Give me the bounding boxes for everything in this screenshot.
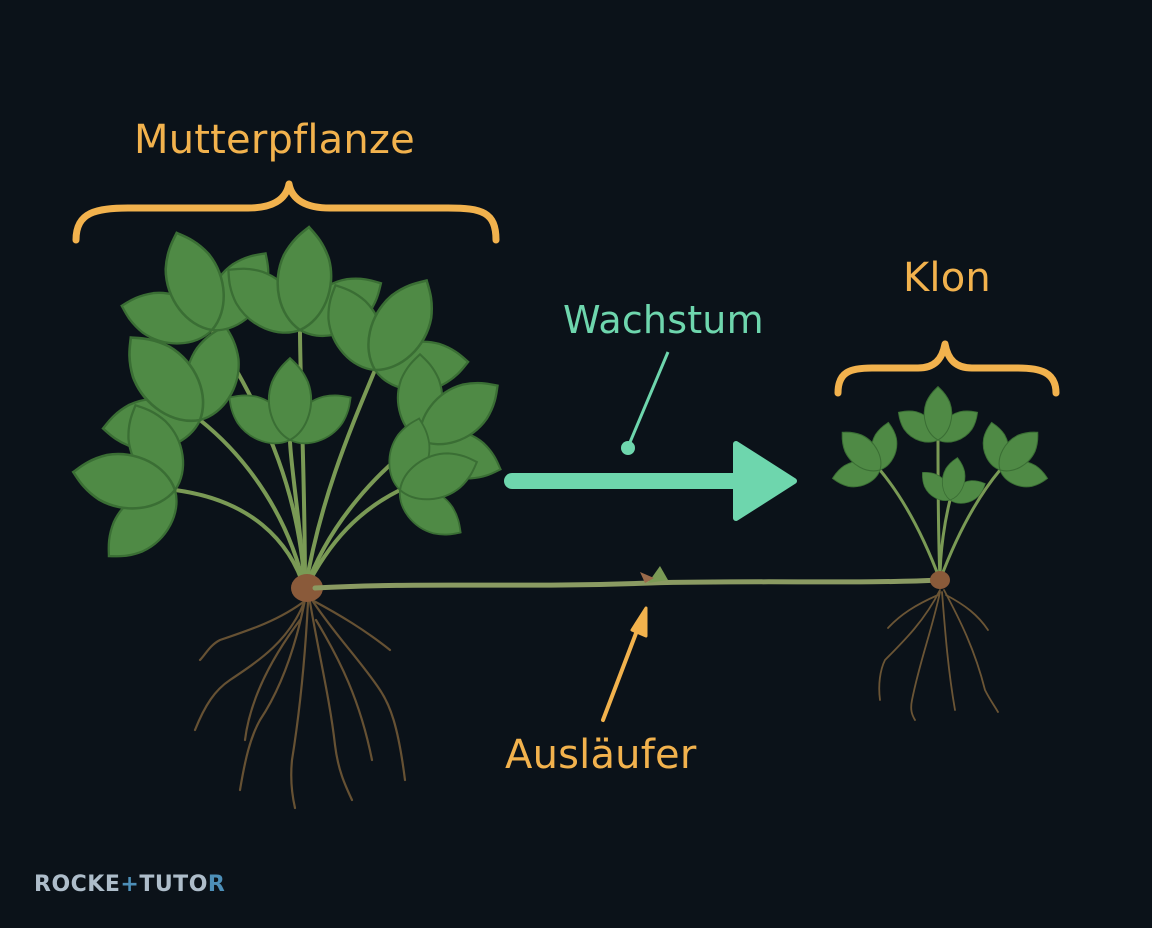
strawberry-plant-icon [58,202,546,810]
logo-text-part1: ROCKE [34,872,121,897]
runner-node [640,566,668,583]
clone-label: Klon [903,255,991,301]
growth-label: Wachstum [563,298,764,342]
logo-text-part3: R [207,872,226,897]
mother-plant-bracket [72,180,500,244]
runner-label: Ausläufer [505,732,697,778]
small-strawberry-plant-icon [809,387,1071,721]
runner-stem [312,577,943,591]
rocket-tutor-logo: ROCKE+TUTOR [34,872,225,897]
growth-callout [621,351,670,455]
logo-text-part2: TUTO [139,872,208,897]
clone-bracket [834,340,1060,397]
mother-plant-label: Mutterpflanze [134,117,415,163]
plus-icon: + [120,872,140,897]
right-arrow-icon [504,441,797,521]
up-arrow-icon [601,606,648,722]
